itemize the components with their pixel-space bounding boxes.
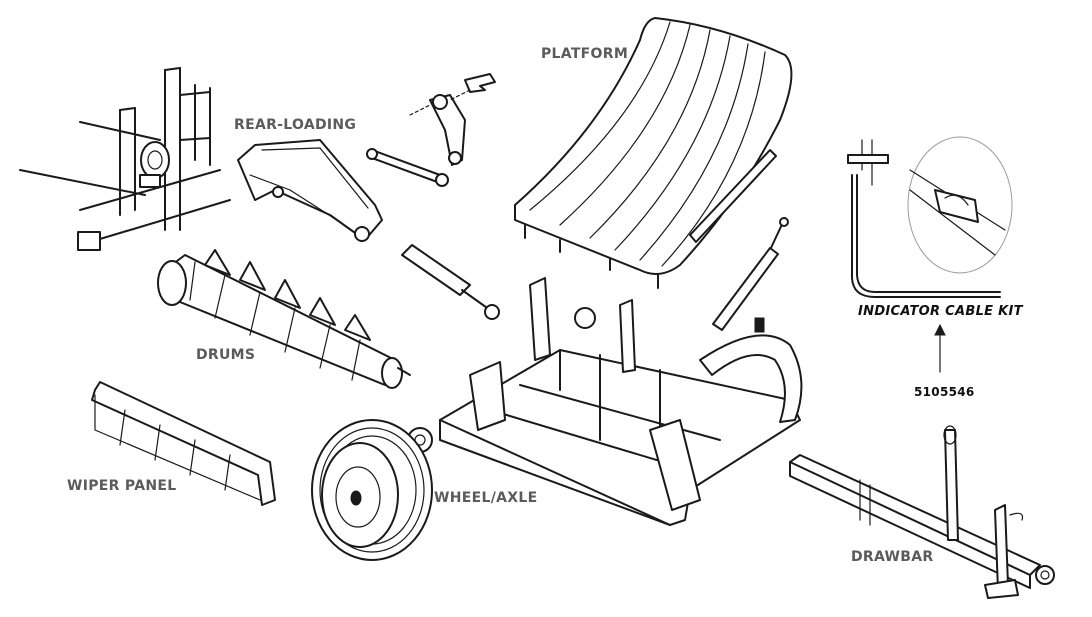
label-wiper-panel: WIPER PANEL	[67, 478, 177, 494]
label-platform: PLATFORM	[541, 46, 629, 62]
label-indicator-cable-kit: INDICATOR CABLE KIT	[858, 304, 1023, 319]
rear-loading-carrier	[19, 67, 231, 251]
main-frame	[407, 277, 803, 526]
indicator-cable-kit	[847, 136, 1013, 373]
drums-roller	[157, 249, 411, 389]
hydraulic-cylinder	[401, 244, 500, 320]
wheel-axle	[311, 419, 433, 561]
part-number: 5105546	[914, 385, 975, 399]
label-drums: DRUMS	[196, 347, 256, 363]
linkage-assembly	[366, 73, 496, 187]
platform-deck	[514, 17, 793, 289]
wiper-panel	[91, 381, 276, 506]
gas-strut	[712, 217, 789, 331]
label-rear-loading: REAR-LOADING	[234, 117, 357, 133]
label-drawbar: DRAWBAR	[851, 549, 934, 565]
rear-loading-arm	[237, 139, 383, 242]
label-wheel-axle: WHEEL/AXLE	[434, 490, 538, 506]
drawbar	[789, 425, 1055, 599]
